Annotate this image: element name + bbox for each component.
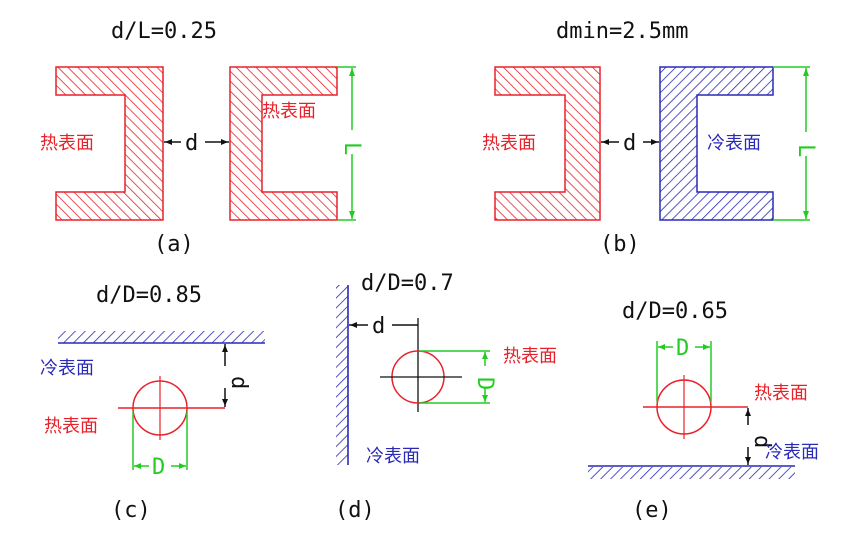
panel-c-cold-surface-hatch [58,331,265,343]
panel-d [336,285,496,465]
panel-c [58,331,265,477]
panel-d-diameter-label: D [472,377,497,390]
panel-d-cold-surface-hatch [336,285,348,465]
panel-d-gap-label: d [372,314,385,339]
panel-e-gap-arrow-top [745,409,751,416]
panel-b-length-label: L [793,144,818,157]
panel-a-right-hot-block [229,66,338,221]
panel-a [55,66,364,221]
panel-e-diameter-arrow-left [658,344,665,350]
panel-e-cold-label: 冷表面 [765,442,819,463]
panel-a-length-arrow-bottom [349,211,355,219]
panel-d-diameter-arrow-bottom [482,395,488,402]
panel-c-ratio: d/D=0.85 [96,283,202,308]
panel-b-hot-left-label: 热表面 [482,133,536,154]
panel-b-length-arrow-bottom [803,211,809,219]
panel-b-gap-arrow-left [602,139,609,145]
panel-c-gap-arrow-bottom [222,399,228,406]
panel-b-caption: (b) [600,232,640,257]
panel-e-hot-label: 热表面 [754,383,808,404]
panel-e-gap-label: d [749,435,774,448]
panel-a-hot-left-label: 热表面 [40,133,94,154]
panel-d-hot-label: 热表面 [503,346,557,367]
panel-e [588,336,795,479]
panel-c-diameter-label-bg [149,455,171,477]
panel-e-diameter-label-bg [673,336,695,358]
panel-d-ratio: d/D=0.7 [361,271,454,296]
panel-a-hot-right-label: 热表面 [262,101,316,122]
panel-b-ratio: dmin=2.5mm [556,19,688,44]
panel-a-length-label-bg [340,130,364,154]
panel-c-diameter-arrow-right [179,463,186,469]
panel-e-ratio: d/D=0.65 [622,299,728,324]
panel-a-length-arrow-top [349,68,355,76]
panel-d-diameter-arrow-top [482,352,488,359]
panel-d-diameter-label-bg [474,366,496,388]
panel-e-gap-arrow-bottom [745,457,751,464]
panel-c-diameter-arrow-left [134,463,141,469]
panel-c-caption: (c) [111,498,151,523]
panel-d-cold-label: 冷表面 [366,446,420,467]
panel-a-gap-label: d [185,131,198,156]
panel-b-length-label-bg [794,132,818,156]
panel-d-caption: (d) [335,498,375,523]
panel-b-gap-label: d [623,131,636,156]
panel-b-left-hot-block [494,66,601,221]
panel-b [494,66,818,221]
panel-e-gap-label-bg [737,425,759,447]
panel-a-length-label: L [339,142,364,155]
panel-d-gap-arrow-left [350,322,357,328]
panel-c-gap-label-bg [214,366,236,388]
panel-c-diameter-label: D [152,455,165,480]
panel-a-gap-arrow-right [221,139,228,145]
panel-c-gap-arrow-top [222,345,228,352]
panel-e-caption: (e) [632,498,672,523]
panel-b-right-cold-block [659,66,774,221]
panel-c-cold-label: 冷表面 [40,358,94,379]
panel-c-hot-label: 热表面 [44,416,98,437]
panel-e-cold-surface-hatch [588,467,795,479]
panel-e-diameter-label: D [676,336,689,361]
panel-a-gap-arrow-left [165,139,172,145]
panel-b-gap-arrow-right [651,139,658,145]
panel-a-caption: (a) [154,232,194,257]
panel-b-length-arrow-top [803,68,809,76]
panel-a-left-hot-block [55,66,164,221]
panel-b-cold-right-label: 冷表面 [707,133,761,154]
panel-c-gap-label: d [226,376,251,389]
panel-a-ratio: d/L=0.25 [111,19,217,44]
panel-e-diameter-arrow-right [703,344,710,350]
